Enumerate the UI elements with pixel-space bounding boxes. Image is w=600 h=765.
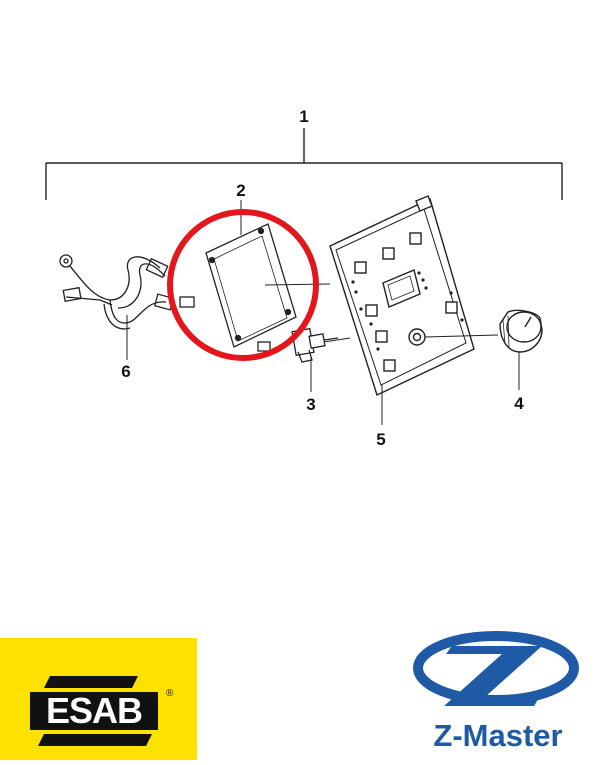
z-master-wordmark: Z-Master bbox=[433, 718, 563, 753]
potentiometer-part bbox=[291, 327, 339, 363]
callout-4: 4 bbox=[514, 394, 524, 413]
callout-2: 2 bbox=[236, 181, 245, 200]
highlight-circle bbox=[167, 209, 319, 361]
registered-mark: ® bbox=[166, 688, 174, 699]
cable-harness-part bbox=[59, 254, 175, 330]
leader-lines bbox=[126, 200, 520, 425]
front-panel-part bbox=[329, 195, 475, 396]
callout-3: 3 bbox=[306, 395, 315, 414]
esab-wordmark: ESAB bbox=[46, 690, 142, 731]
callout-5: 5 bbox=[376, 430, 385, 449]
esab-logo: ESAB ® bbox=[0, 638, 197, 760]
z-master-logo-icon bbox=[413, 631, 579, 706]
callout-6: 6 bbox=[121, 362, 130, 381]
callout-1: 1 bbox=[299, 107, 308, 126]
control-knob-part bbox=[499, 309, 543, 353]
pcb-board-part bbox=[179, 223, 297, 352]
assembly-bracket bbox=[45, 128, 563, 200]
